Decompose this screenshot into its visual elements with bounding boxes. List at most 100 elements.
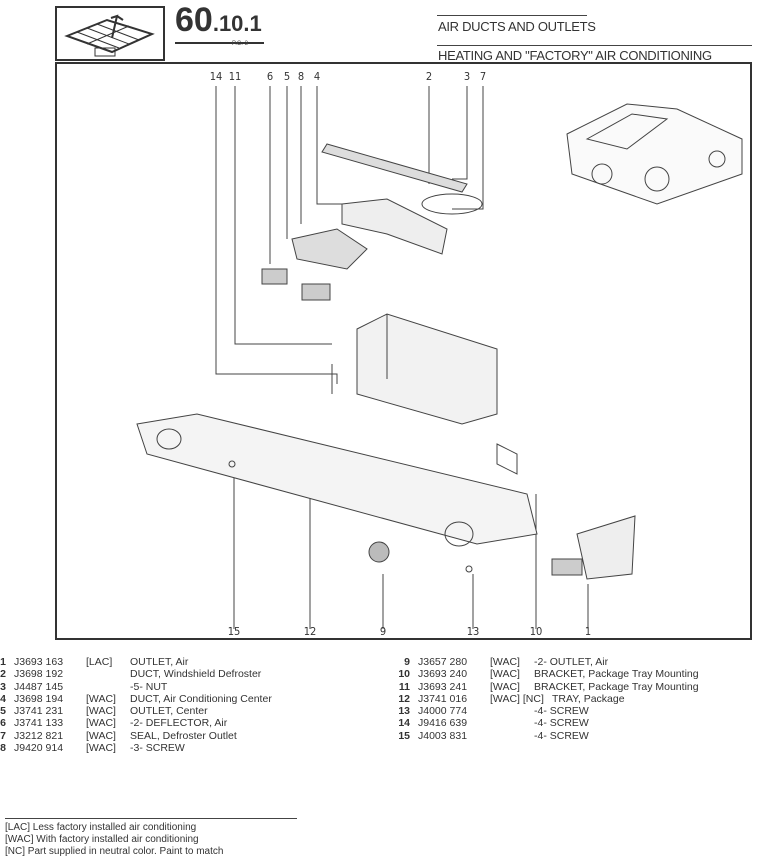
part-number-index: 12 bbox=[398, 692, 410, 705]
parts-list-row: 13 J4000 774 -4- SCREW bbox=[396, 705, 699, 717]
applicability-code: [WAC] bbox=[86, 742, 116, 755]
part-code: J3693 241 bbox=[418, 680, 468, 693]
part-description: OUTLET, Air bbox=[130, 656, 189, 668]
parts-illustration bbox=[136, 86, 743, 629]
callout-9: 9 bbox=[379, 625, 387, 638]
part-number-index: 14 bbox=[398, 717, 410, 730]
callout-15: 15 bbox=[227, 625, 241, 638]
part-description: SEAL, Defroster Outlet bbox=[130, 729, 237, 742]
applicability-code: [WAC] bbox=[490, 680, 520, 693]
section-minor: .10 bbox=[212, 11, 244, 36]
footnote-nc: [NC] Part supplied in neutral color. Pai… bbox=[5, 846, 224, 857]
parts-list-row: 14 J9416 639 -4- SCREW bbox=[396, 717, 699, 729]
page-title: AIR DUCTS AND OUTLETS bbox=[438, 19, 596, 34]
callout-11: 11 bbox=[228, 70, 242, 83]
part-description: -5- NUT bbox=[130, 680, 168, 693]
part-number-index: 11 bbox=[398, 680, 410, 693]
part-code: J4487 145 bbox=[14, 680, 64, 693]
parts-list-row: 1 J3693 163 [LAC] OUTLET, Air bbox=[0, 656, 272, 668]
part-number-index: 6 bbox=[0, 717, 6, 730]
footnote-lac: [LAC] Less factory installed air conditi… bbox=[5, 822, 197, 833]
air-vent-icon bbox=[64, 14, 155, 57]
callout-4: 4 bbox=[313, 70, 321, 83]
part-number-index: 5 bbox=[0, 705, 6, 718]
callout-12: 12 bbox=[303, 625, 317, 638]
part-code: J3693 163 bbox=[14, 656, 64, 668]
section-number: 60.10.1 bbox=[175, 2, 264, 44]
section-icon bbox=[55, 6, 165, 61]
callout-1: 1 bbox=[584, 625, 592, 638]
part-description: -4- SCREW bbox=[534, 705, 589, 718]
part-description: -2- OUTLET, Air bbox=[534, 656, 609, 668]
footnote-wac: [WAC] With factory installed air conditi… bbox=[5, 834, 199, 845]
divider bbox=[437, 15, 587, 16]
callout-10: 10 bbox=[529, 625, 543, 638]
applicability-code bbox=[86, 668, 130, 680]
callout-14: 14 bbox=[209, 70, 223, 83]
footnote-divider bbox=[5, 818, 297, 819]
part-code: J3657 280 bbox=[418, 656, 468, 668]
applicability-code: [WAC] bbox=[86, 692, 116, 705]
part-code: J3698 192 bbox=[14, 668, 64, 681]
part-description: BRACKET, Package Tray Mounting bbox=[534, 668, 699, 681]
applicability-code: [WAC] bbox=[86, 729, 116, 742]
part-code: J3741 231 bbox=[14, 705, 64, 718]
section-sub: .1 bbox=[243, 11, 262, 36]
part-number-index: 15 bbox=[398, 729, 410, 742]
exploded-diagram: 14 11 6 5 8 4 2 3 7 15 12 9 13 10 1 bbox=[55, 62, 752, 640]
part-code: J3698 194 bbox=[14, 692, 64, 705]
parts-list-row: 3 J4487 145 -5- NUT bbox=[0, 681, 272, 693]
part-description: -4- SCREW bbox=[534, 717, 589, 730]
part-description: -2- DEFLECTOR, Air bbox=[130, 717, 228, 730]
part-number-index: 9 bbox=[404, 656, 410, 668]
part-number-index: 7 bbox=[0, 729, 6, 742]
parts-list-row: 7 J3212 821 [WAC] SEAL, Defroster Outlet bbox=[0, 730, 272, 742]
part-number-index: 3 bbox=[0, 680, 6, 693]
applicability-code: [WAC] [NC] bbox=[490, 692, 544, 705]
part-code: J4003 831 bbox=[418, 729, 468, 742]
part-code: J9420 914 bbox=[14, 742, 64, 755]
applicability-code: [WAC] bbox=[86, 705, 116, 718]
applicability-code: [WAC] bbox=[490, 668, 520, 681]
pc-label: P.C. 3 bbox=[232, 41, 248, 47]
callout-5: 5 bbox=[283, 70, 291, 83]
part-number-index: 8 bbox=[0, 742, 6, 755]
parts-list-row: 12 J3741 016 [WAC] [NC] TRAY, Package bbox=[396, 693, 699, 705]
applicability-code bbox=[490, 717, 534, 729]
part-number-index: 13 bbox=[398, 705, 410, 718]
parts-list-row: 4 J3698 194 [WAC] DUCT, Air Conditioning Ce… bbox=[0, 693, 272, 705]
page-subtitle: HEATING AND "FACTORY" AIR CONDITIONING bbox=[438, 48, 712, 63]
part-description: DUCT, Air Conditioning Center bbox=[130, 692, 272, 705]
callout-2: 2 bbox=[425, 70, 433, 83]
parts-list-row: 15 J4003 831 -4- SCREW bbox=[396, 730, 699, 742]
callout-3: 3 bbox=[463, 70, 471, 83]
part-description: -3- SCREW bbox=[130, 742, 185, 755]
part-number-index: 4 bbox=[0, 692, 6, 705]
callout-8: 8 bbox=[297, 70, 305, 83]
applicability-code: [WAC] bbox=[490, 656, 520, 668]
callout-7: 7 bbox=[479, 70, 487, 83]
callout-13: 13 bbox=[466, 625, 480, 638]
applicability-code bbox=[490, 705, 534, 717]
applicability-code: [LAC] bbox=[86, 656, 113, 668]
part-description: -4- SCREW bbox=[534, 729, 589, 742]
parts-list-row: 8 J9420 914 [WAC] -3- SCREW bbox=[0, 742, 272, 754]
part-code: J3212 821 bbox=[14, 729, 64, 742]
part-code: J9416 639 bbox=[418, 717, 468, 730]
part-code: J3741 016 bbox=[418, 692, 468, 705]
applicability-code bbox=[490, 730, 534, 742]
parts-list-row: 9 J3657 280 [WAC] -2- OUTLET, Air bbox=[396, 656, 699, 668]
part-code: J3693 240 bbox=[418, 668, 468, 681]
applicability-code: [WAC] bbox=[86, 717, 116, 730]
parts-list-row: 5 J3741 231 [WAC] OUTLET, Center bbox=[0, 705, 272, 717]
part-code: J4000 774 bbox=[418, 705, 468, 718]
part-description: TRAY, Package bbox=[552, 692, 625, 705]
part-description: OUTLET, Center bbox=[130, 705, 208, 718]
part-number-index: 1 bbox=[0, 656, 6, 668]
